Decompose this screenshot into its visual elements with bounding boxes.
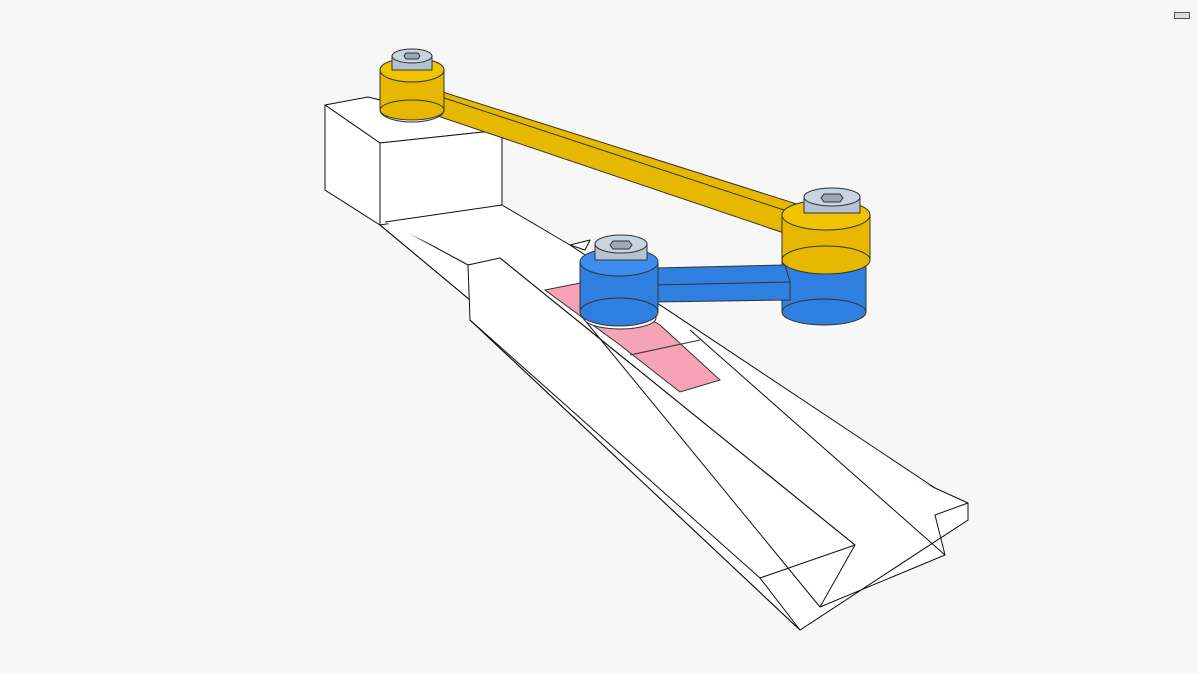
rail-end-face xyxy=(759,502,969,631)
minimize-window-icon[interactable] xyxy=(1174,12,1190,19)
crank-link-yellow[interactable] xyxy=(379,48,802,236)
coupler-link-blue[interactable] xyxy=(579,187,871,330)
